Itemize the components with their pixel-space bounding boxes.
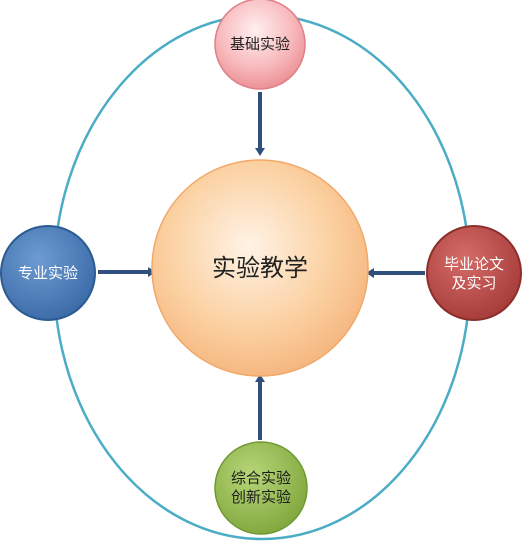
right-node — [426, 225, 522, 321]
arrow-top-to-center — [255, 92, 265, 156]
center-node — [151, 159, 369, 377]
left-node — [0, 225, 96, 321]
top-node — [214, 0, 306, 90]
arrow-left-to-center — [98, 267, 156, 277]
arrow-right-to-center — [366, 268, 425, 278]
bottom-node — [214, 441, 308, 535]
arrow-bottom-to-center — [255, 374, 265, 440]
